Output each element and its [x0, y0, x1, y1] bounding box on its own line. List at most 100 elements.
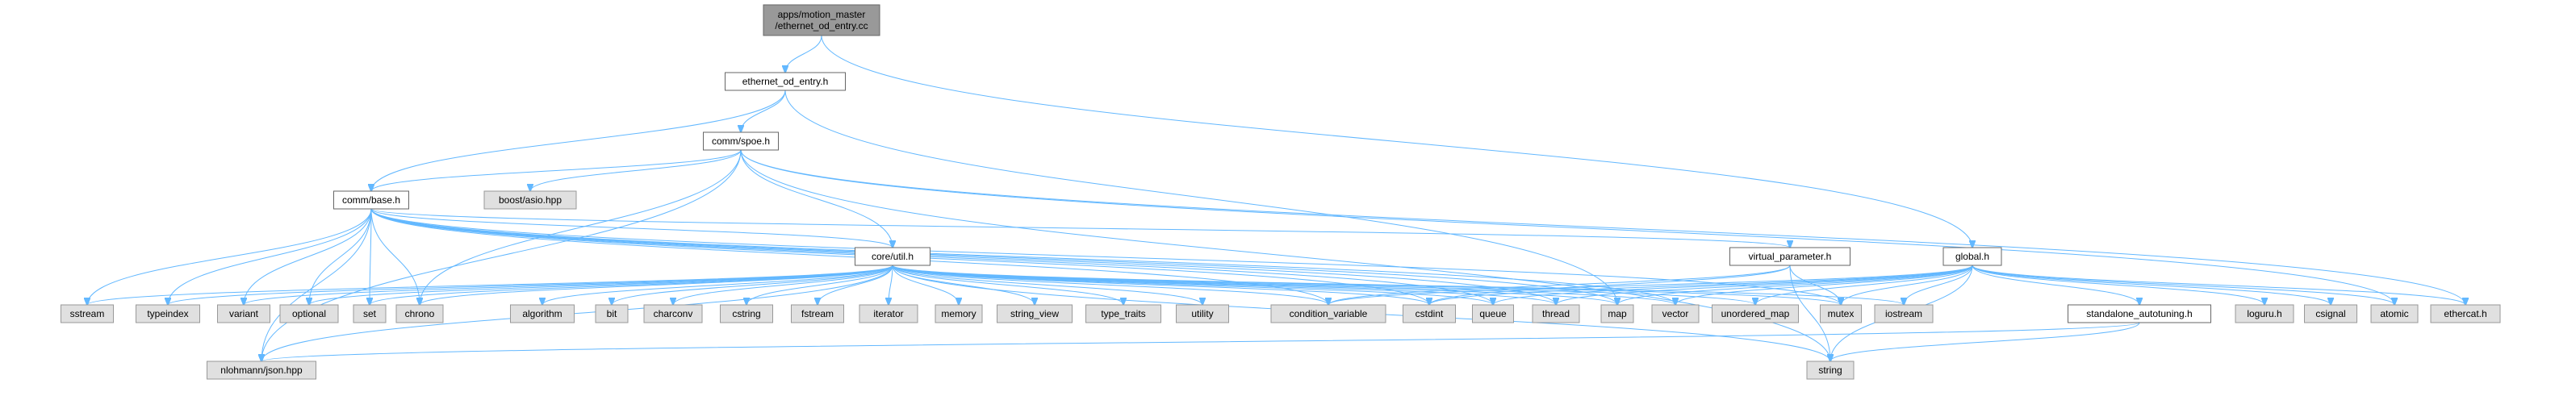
node-cstring: cstring — [720, 304, 773, 323]
node-root[interactable]: apps/motion_master/ethernet_od_entry.cc — [763, 4, 880, 36]
edge-util-to-iterator — [889, 265, 893, 305]
node-util[interactable]: core/util.h — [855, 247, 930, 266]
node-chrono: chrono — [395, 304, 444, 323]
node-eode[interactable]: ethernet_od_entry.h — [725, 72, 846, 91]
node-box-map — [1600, 304, 1634, 323]
edge-util-to-thread — [892, 265, 1556, 305]
edge-vparam-to-cstdint — [1429, 265, 1791, 305]
node-box-ethercat — [2430, 304, 2501, 323]
edge-vparam-to-condvar — [1328, 265, 1791, 305]
node-box-chrono — [395, 304, 444, 323]
node-ethercat: ethercat.h — [2430, 304, 2501, 323]
node-spoe[interactable]: comm/spoe.h — [703, 131, 779, 151]
node-label-charconv: charconv — [654, 308, 693, 319]
node-label-root: /ethernet_od_entry.cc — [775, 20, 868, 31]
edge-root-to-eode — [785, 35, 822, 73]
node-box-bit — [595, 304, 629, 323]
edge-base-to-json — [261, 208, 372, 361]
node-label-string_view: string_view — [1010, 308, 1059, 319]
edge-util-to-condvar — [892, 265, 1328, 305]
edge-util-to-chrono — [420, 265, 893, 305]
node-label-vector: vector — [1662, 308, 1689, 319]
edge-spoe-to-chrono — [420, 149, 742, 305]
node-string_view: string_view — [997, 304, 1073, 323]
node-box-loguru — [2235, 304, 2294, 323]
node-label-vparam: virtual_parameter.h — [1749, 251, 1832, 262]
edge-spoe-to-atomic — [740, 149, 2394, 305]
node-label-cstring: cstring — [732, 308, 760, 319]
node-global[interactable]: global.h — [1942, 247, 2002, 266]
node-label-mutex: mutex — [1828, 308, 1855, 319]
node-box-root — [763, 4, 880, 36]
node-label-global: global.h — [1955, 251, 1989, 262]
node-iterator: iterator — [859, 304, 918, 323]
edge-vparam-to-string — [1789, 265, 1830, 361]
node-umap: unordered_map — [1712, 304, 1799, 323]
node-box-condvar — [1270, 304, 1386, 323]
edge-global-to-map — [1617, 265, 1973, 305]
node-box-base — [333, 190, 409, 210]
node-condvar: condition_variable — [1270, 304, 1386, 323]
node-label-chrono: chrono — [405, 308, 435, 319]
node-box-variant — [217, 304, 270, 323]
node-label-queue: queue — [1479, 308, 1507, 319]
node-label-memory: memory — [941, 308, 976, 319]
node-vector: vector — [1651, 304, 1700, 323]
node-box-spoe — [703, 131, 779, 151]
edge-eode-to-map — [784, 90, 1617, 305]
node-box-sstream — [61, 304, 114, 323]
edge-spoe-to-ethercat — [740, 149, 2465, 305]
edge-global-to-mutex — [1841, 265, 1973, 305]
node-label-cstdint: cstdint — [1416, 308, 1444, 319]
node-vparam[interactable]: virtual_parameter.h — [1729, 247, 1850, 266]
node-box-cstring — [720, 304, 773, 323]
edge-util-to-optional — [309, 265, 893, 305]
node-memory: memory — [935, 304, 983, 323]
node-sstream: sstream — [61, 304, 114, 323]
node-set: set — [353, 304, 387, 323]
node-cstdint: cstdint — [1403, 304, 1456, 323]
node-box-cstdint — [1403, 304, 1456, 323]
edge-util-to-variant — [244, 265, 893, 305]
node-map: map — [1600, 304, 1634, 323]
node-typeindex: typeindex — [136, 304, 200, 323]
node-box-eode — [725, 72, 846, 91]
edge-util-to-iostream — [892, 265, 1904, 305]
node-utility: utility — [1176, 304, 1229, 323]
edge-util-to-json — [261, 265, 893, 361]
node-label-algorithm: algorithm — [522, 308, 562, 319]
node-boost: boost/asio.hpp — [483, 190, 577, 210]
node-box-charconv — [643, 304, 703, 323]
node-base[interactable]: comm/base.h — [333, 190, 409, 210]
edge-global-to-iostream — [1904, 265, 1973, 305]
node-label-sstream: sstream — [70, 308, 105, 319]
edge-global-to-thread — [1556, 265, 1973, 305]
edge-util-to-fstream — [818, 265, 893, 305]
edge-global-to-cstdint — [1429, 265, 1973, 305]
node-box-optional — [279, 304, 339, 323]
node-queue: queue — [1472, 304, 1514, 323]
node-standalone[interactable]: standalone_autotuning.h — [2068, 304, 2211, 323]
node-thread: thread — [1532, 304, 1580, 323]
edge-global-to-atomic — [1972, 265, 2394, 305]
node-label-variant: variant — [229, 308, 259, 319]
edge-base-to-typeindex — [168, 208, 372, 305]
edge-base-to-sstream — [87, 208, 372, 305]
node-box-queue — [1472, 304, 1514, 323]
edge-standalone-to-json — [261, 322, 2140, 361]
node-box-typeindex — [136, 304, 200, 323]
node-box-csignal — [2304, 304, 2357, 323]
node-label-base: comm/base.h — [342, 194, 400, 206]
node-box-boost — [483, 190, 577, 210]
node-variant: variant — [217, 304, 270, 323]
edge-global-to-standalone — [1972, 265, 2139, 305]
edge-util-to-bit — [612, 265, 893, 305]
edge-eode-to-spoe — [741, 90, 786, 132]
edge-global-to-umap — [1755, 265, 1973, 305]
node-label-thread: thread — [1542, 308, 1570, 319]
node-json: nlohmann/json.hpp — [207, 361, 316, 380]
edge-global-to-loguru — [1972, 265, 2264, 305]
node-label-type_traits: type_traits — [1101, 308, 1145, 319]
node-label-ethercat: ethercat.h — [2444, 308, 2486, 319]
